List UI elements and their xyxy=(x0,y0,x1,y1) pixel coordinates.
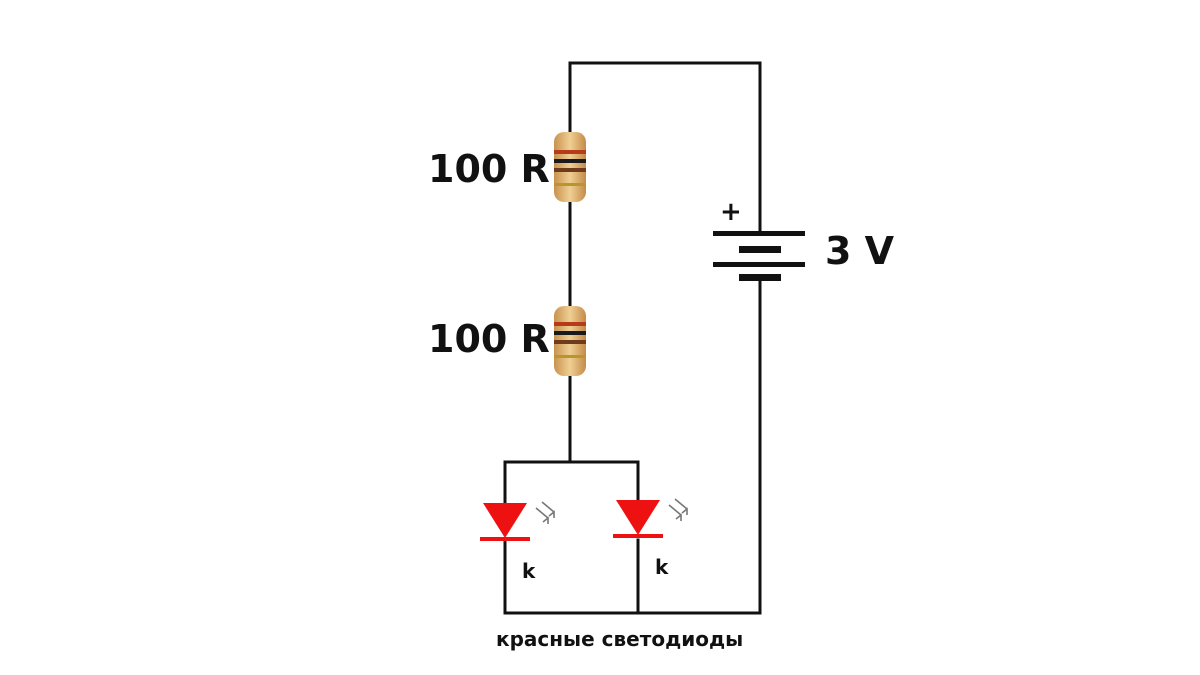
battery-symbol xyxy=(713,231,805,281)
light-emission-arrows-icon xyxy=(668,498,688,521)
light-emission-arrows-icon xyxy=(535,501,555,524)
wire-bottom-bus xyxy=(503,276,762,615)
wire-top xyxy=(568,61,762,234)
led-2-cathode-label: k xyxy=(655,555,669,579)
resistor-2-label: 100 R xyxy=(428,317,550,361)
led-1-cathode-label: k xyxy=(522,559,536,583)
resistor-1-label: 100 R xyxy=(428,147,550,191)
caption: красные светодиоды xyxy=(496,627,744,651)
resistor-1 xyxy=(554,132,586,202)
wires xyxy=(503,61,762,615)
battery-plus-sign: + xyxy=(720,197,742,227)
led-1 xyxy=(480,501,555,541)
resistor-2 xyxy=(554,306,586,376)
battery-voltage-label: 3 V xyxy=(825,229,895,273)
led-2 xyxy=(613,498,688,538)
